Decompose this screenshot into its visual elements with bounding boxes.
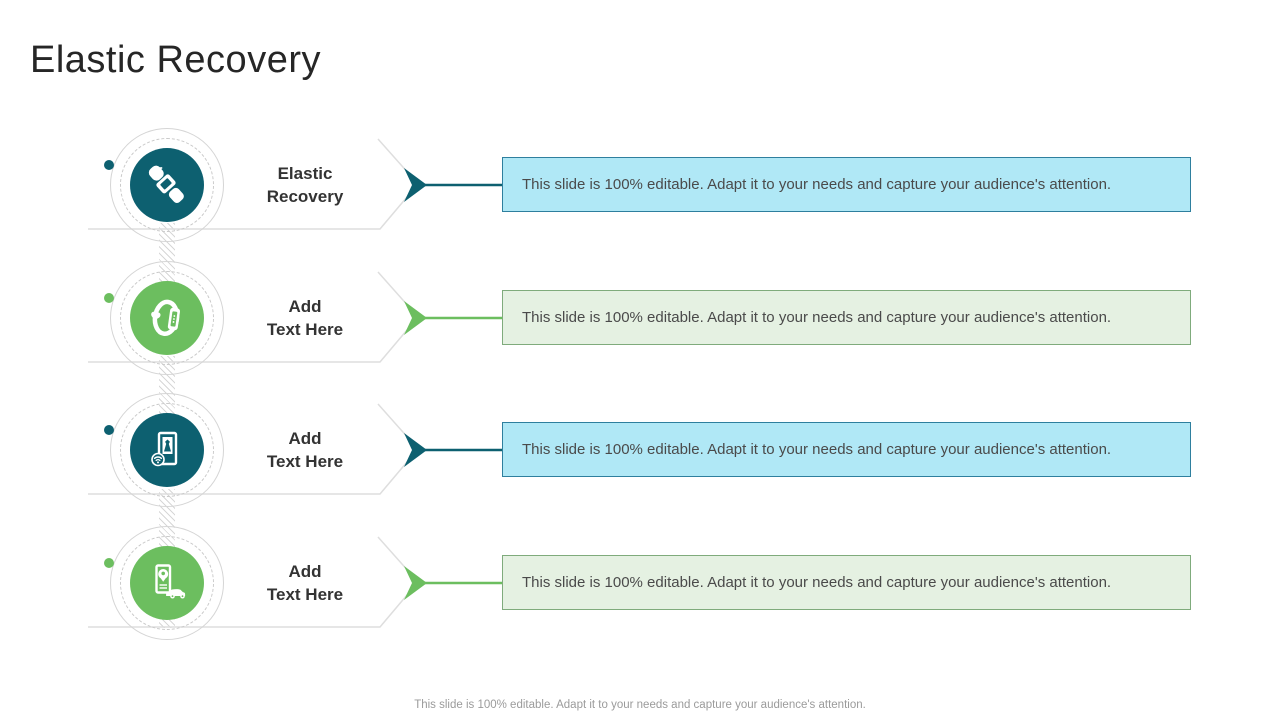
smart-device-shopping-icon: [151, 431, 178, 467]
step-label[interactable]: Add Text Here: [266, 297, 344, 339]
slide-title: Elastic Recovery: [30, 39, 321, 82]
step-icon-circle: [130, 546, 204, 620]
step-connector-lines: [88, 403, 503, 495]
step-description-box[interactable]: This slide is 100% editable. Adapt it to…: [502, 290, 1191, 345]
step-icon-circle: [130, 413, 204, 487]
step-marker-dot: [104, 160, 114, 170]
step-connector-lines: [88, 138, 503, 230]
step-description-box[interactable]: This slide is 100% editable. Adapt it to…: [502, 555, 1191, 610]
step-dashed-ring: [120, 403, 214, 497]
step-marker-dot: [104, 293, 114, 303]
smartwatch-hand-icon: [148, 165, 184, 203]
step-outer-ring: [110, 393, 224, 507]
step-connector-lines: [88, 536, 503, 628]
arrow-right-icon: [404, 301, 427, 335]
step-label[interactable]: Add Text Here: [266, 562, 344, 604]
step-description-box[interactable]: This slide is 100% editable. Adapt it to…: [502, 157, 1191, 212]
step-icon-circle: [130, 148, 204, 222]
step-dashed-ring: [120, 536, 214, 630]
step-connector-lines: [88, 271, 503, 363]
step-outer-ring: [110, 526, 224, 640]
step-marker-dot: [104, 425, 114, 435]
arrow-right-icon: [404, 433, 427, 467]
step-label[interactable]: Add Text Here: [266, 429, 344, 471]
step-outer-ring: [110, 128, 224, 242]
process-step-row: Add Text Here This slide is 100% editabl…: [0, 517, 1280, 650]
step-label[interactable]: Elastic Recovery: [266, 164, 344, 206]
step-outer-ring: [110, 261, 224, 375]
car-locator-icon: [155, 564, 186, 599]
process-step-row: Elastic Recovery This slide is 100% edit…: [0, 119, 1280, 252]
step-marker-dot: [104, 558, 114, 568]
fitness-band-icon: [151, 299, 181, 337]
step-dashed-ring: [120, 138, 214, 232]
step-description-box[interactable]: This slide is 100% editable. Adapt it to…: [502, 422, 1191, 477]
arrow-right-icon: [404, 566, 427, 600]
slide-footer-note: This slide is 100% editable. Adapt it to…: [414, 699, 866, 711]
process-step-row: Add Text Here This slide is 100% editabl…: [0, 252, 1280, 385]
arrow-right-icon: [404, 168, 427, 202]
step-icon-circle: [130, 281, 204, 355]
step-dashed-ring: [120, 271, 214, 365]
process-step-row: Add Text Here This slide is 100% editabl…: [0, 384, 1280, 517]
